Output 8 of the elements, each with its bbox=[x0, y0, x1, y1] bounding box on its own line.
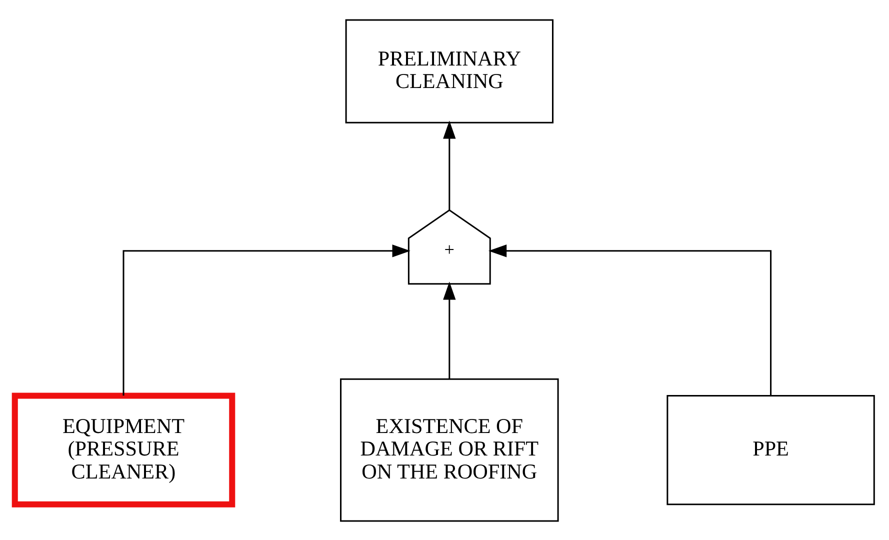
arrow bbox=[443, 281, 456, 378]
node-box: EQUIPMENT (PRESSURE CLEANER) bbox=[12, 392, 236, 507]
arrow bbox=[122, 244, 410, 396]
node-box: PRELIMINARY CLEANING bbox=[345, 18, 554, 123]
node-box: PPE bbox=[666, 394, 875, 505]
node-box: EXISTENCE OF DAMAGE OR RIFT ON THE ROOFING bbox=[340, 378, 559, 522]
arrow bbox=[488, 244, 772, 396]
arrow bbox=[443, 120, 456, 210]
